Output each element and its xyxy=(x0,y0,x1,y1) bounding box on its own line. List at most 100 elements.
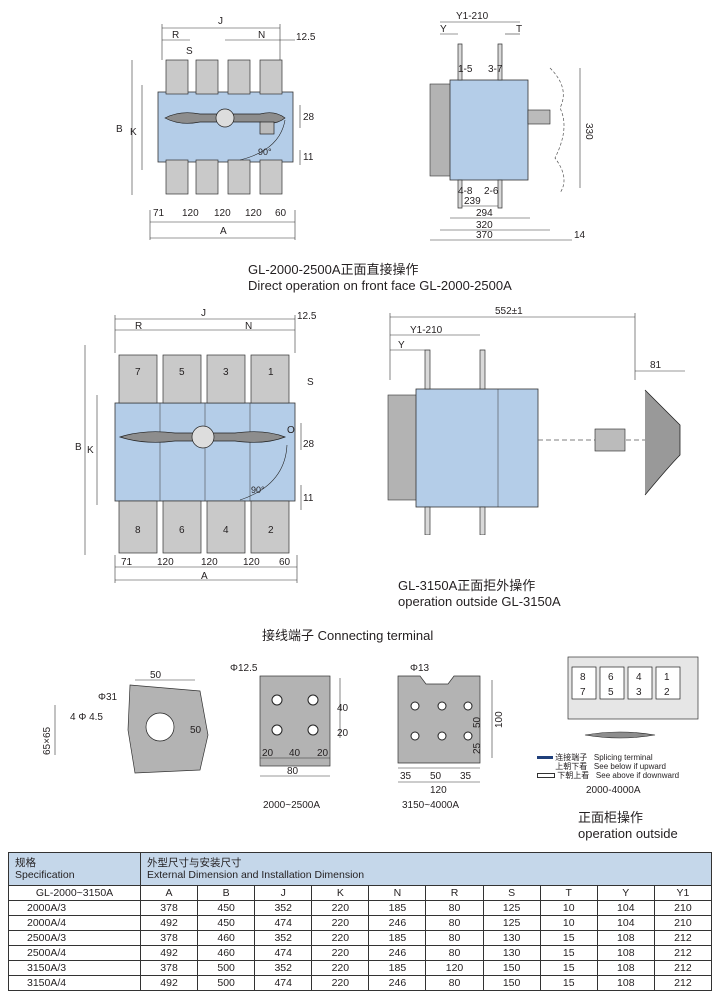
t2-w1: 20 xyxy=(262,748,274,759)
table-cell: 474 xyxy=(254,945,313,961)
dim-11: 11 xyxy=(303,152,314,163)
front-view-2000-2500: J R N S 12.5 B K 28 11 90° 71 120 120 12… xyxy=(116,16,316,240)
table-cell: 108 xyxy=(596,975,655,991)
table-cell: 450 xyxy=(197,915,256,931)
table-cell: 474 xyxy=(254,915,313,931)
dim-s: S xyxy=(186,46,193,57)
t4-bot-4: 2 xyxy=(664,687,670,698)
table-column-n: N xyxy=(368,885,427,901)
dim-12-5: 12.5 xyxy=(296,32,316,43)
mid-dim-r: R xyxy=(135,321,142,332)
side-320: 320 xyxy=(476,220,493,231)
pole-2: 2 xyxy=(268,525,274,536)
table-column-y: Y xyxy=(596,885,655,901)
table-cell: 212 xyxy=(653,960,713,976)
table-cell: 492 xyxy=(139,975,199,991)
table-cell: 220 xyxy=(311,960,370,976)
caption-front-en: operation outside xyxy=(578,826,678,841)
t4-bot-1: 7 xyxy=(580,687,586,698)
mid-dim-b: B xyxy=(75,442,82,453)
mid-71: 71 xyxy=(121,557,133,568)
table-cell: 80 xyxy=(425,930,484,946)
mid-angle: 90° xyxy=(251,485,265,495)
t3-w1: 35 xyxy=(400,771,412,782)
side-y: Y xyxy=(440,24,447,35)
t2-total: 80 xyxy=(287,766,299,777)
table-cell: 185 xyxy=(368,960,427,976)
dim-n: N xyxy=(258,30,265,41)
dim-120a: 120 xyxy=(182,208,199,219)
mid-mark-o: O xyxy=(287,425,295,436)
terminal-detail-2: Φ12.5 40 20 20 40 20 80 2000~2500A xyxy=(230,663,349,811)
table-cell: 210 xyxy=(653,915,713,931)
t1-d: Φ31 xyxy=(98,692,118,703)
terminal-4-8: 4-8 xyxy=(458,186,473,197)
terminal-2-6: 2-6 xyxy=(484,186,499,197)
t3-w3: 35 xyxy=(460,771,472,782)
side-14: 14 xyxy=(574,230,586,241)
terminal-1-5: 1-5 xyxy=(458,64,473,75)
table-cell: 352 xyxy=(254,900,313,916)
table-column-y1: Y1 xyxy=(653,885,713,901)
table-cell: 108 xyxy=(596,930,655,946)
front-view-3150: J R N 12.5 S B K 28 11 O 90° 7 5 3 1 8 6… xyxy=(75,308,317,583)
t1-holes: 4 Φ 4.5 xyxy=(70,712,103,723)
terminal-detail-3: Φ13 50 25 100 35 50 35 120 3150~4000A xyxy=(397,663,505,811)
t4-range: 2000-4000A xyxy=(586,785,641,796)
t4-top-3: 4 xyxy=(636,672,642,683)
pole-6: 6 xyxy=(179,525,185,536)
table-cell-model: 2000A/4 xyxy=(8,915,141,931)
table-cell: 246 xyxy=(368,915,427,931)
terminal-detail-1: 50 Φ31 4 Φ 4.5 50 65×65 xyxy=(42,670,209,774)
caption-fig1-en: Direct operation on front face GL-2000-2… xyxy=(248,278,512,293)
dim-a: A xyxy=(220,226,227,237)
dim-b: B xyxy=(116,124,123,135)
table-column-b: B xyxy=(197,885,256,901)
t3-h: 100 xyxy=(494,711,505,728)
mid-dim-n: N xyxy=(245,321,252,332)
t1-h: 50 xyxy=(190,725,202,736)
dim-j: J xyxy=(218,16,223,27)
side-330: 330 xyxy=(583,123,594,140)
caption-fig1-cn: GL-2000-2500A正面直接操作 xyxy=(248,262,419,277)
table-cell: 80 xyxy=(425,900,484,916)
table-cell-model: 3150A/3 xyxy=(8,960,141,976)
mid-side-overall: 552±1 xyxy=(495,306,523,317)
caption-fig2: GL-3150A正面拒外操作 operation outside GL-3150… xyxy=(398,578,561,610)
pole-5: 5 xyxy=(179,367,185,378)
side-239: 239 xyxy=(464,196,481,207)
t2-d: Φ12.5 xyxy=(230,663,258,674)
dim-r: R xyxy=(172,30,179,41)
table-cell: 80 xyxy=(425,975,484,991)
side-370: 370 xyxy=(476,230,493,241)
table-cell: 125 xyxy=(482,900,541,916)
table-cell-model: 2000A/3 xyxy=(8,900,141,916)
table-cell: 500 xyxy=(197,975,256,991)
table-cell: 450 xyxy=(197,900,256,916)
table-cell: 15 xyxy=(539,975,598,991)
table-cell: 104 xyxy=(596,915,655,931)
table-cell: 352 xyxy=(254,930,313,946)
dim-60: 60 xyxy=(275,208,287,219)
terminal-legend: 连接端子 Splicing terminal 上朝下看 See below if… xyxy=(537,753,679,780)
mid-120c: 120 xyxy=(243,557,260,568)
mid-a: A xyxy=(201,571,208,582)
table-cell-model: 3150A/4 xyxy=(8,975,141,991)
table-column-t: T xyxy=(539,885,598,901)
t4-top-2: 6 xyxy=(608,672,614,683)
table-cell: 220 xyxy=(311,900,370,916)
t4-top-4: 1 xyxy=(664,672,670,683)
table-cell: 80 xyxy=(425,945,484,961)
table-cell: 10 xyxy=(539,900,598,916)
table-cell: 352 xyxy=(254,960,313,976)
legend-row-3: 下朝上看 See above if downward xyxy=(537,771,679,780)
angle-label: 90° xyxy=(258,147,272,157)
table-cell: 120 xyxy=(425,960,484,976)
mid-dim-k: K xyxy=(87,445,94,456)
table-cell: 185 xyxy=(368,930,427,946)
mid-dim-12-5: 12.5 xyxy=(297,311,317,322)
